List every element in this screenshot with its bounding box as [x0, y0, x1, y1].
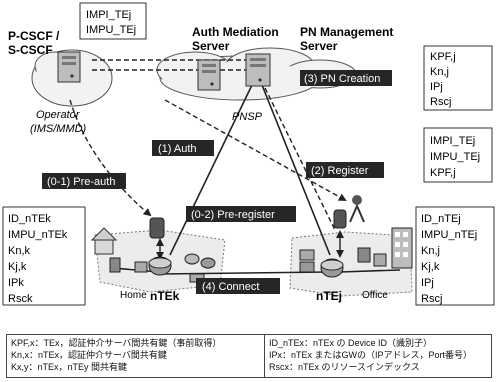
auth-server-label-line2: Server — [192, 39, 230, 53]
pnm-to-ntej-line — [261, 84, 331, 256]
step-pre-register: (0-2) Pre-register — [186, 206, 296, 222]
operator-label-line1: Operator — [36, 109, 81, 121]
office-device-icons — [299, 227, 413, 273]
step-auth-text: (1) Auth — [158, 143, 197, 155]
pnm-key-item: KPF,j — [430, 51, 456, 63]
right-info-item: IPj — [421, 277, 434, 289]
step-pn-creation: (3) PN Creation — [300, 70, 392, 86]
pnm-server-label-line2: Server — [300, 39, 338, 53]
left-info-item: Kn,k — [8, 245, 31, 257]
step-register: (2) Register — [306, 162, 384, 178]
legend-box: KPF,x：TEx，認証仲介サーバ間共有鍵（事前取得） Kn,x：nTEx，認証… — [6, 334, 492, 378]
pnsp-label: PNSP — [232, 111, 263, 123]
pnm-key-box: KPF,j Kn,j IPj Rscj — [423, 45, 493, 111]
top-id-item: IMPU_TEj — [86, 24, 136, 36]
pnm-key-item: Rscj — [430, 96, 451, 108]
left-info-item: IPk — [8, 277, 24, 289]
vertical-links — [156, 230, 344, 260]
left-info-item: Rsck — [8, 293, 33, 305]
left-info-box: ID_nTEk IMPU_nTEk Kn,k Kj,k IPk Rsck — [2, 206, 86, 306]
right-mid-box: IMPI_TEj IMPU_TEj KPF,j — [423, 127, 493, 183]
auth-server-label-line1: Auth Mediation — [192, 25, 279, 39]
home-label: Home — [120, 290, 147, 301]
top-id-item: IMPI_TEj — [86, 9, 131, 21]
preauth-flow-line — [69, 99, 152, 217]
legend-left-item: Kx,y：nTEx，nTEy 間共有鍵 — [11, 362, 128, 372]
network-diagram: P-CSCF / S-CSCF Auth Mediation Server PN… — [2, 2, 495, 306]
step-pre-auth: (0-1) Pre-auth — [42, 173, 126, 189]
legend-right-item: ID_nTEx：nTEx の Device ID（識別子） — [269, 338, 433, 348]
legend-left-item: Kn,x：nTEx，認証仲介サーバ間共有鍵 — [11, 350, 167, 360]
legend-left-column: KPF,x：TEx，認証仲介サーバ間共有鍵（事前取得） Kn,x：nTEx，認証… — [7, 335, 265, 377]
person-icon — [349, 195, 365, 223]
dashed-flows — [69, 59, 347, 231]
office-lan-line — [339, 269, 401, 273]
office-label: Office — [362, 290, 388, 301]
right-mid-item: KPF,j — [430, 167, 456, 179]
legend-right-item: Rscx：nTEx のリソースインデックス — [269, 362, 420, 372]
step-pre-register-text: (0-2) Pre-register — [191, 209, 275, 221]
top-id-box: IMPI_TEj IMPU_TEj — [79, 2, 147, 40]
ntej-label: nTEj — [316, 289, 342, 303]
legend-left-item: KPF,x：TEx，認証仲介サーバ間共有鍵（事前取得） — [11, 338, 222, 348]
ntek-router-icon — [148, 256, 172, 276]
right-mid-item: IMPU_TEj — [430, 151, 480, 163]
home-device-icons — [109, 253, 216, 283]
right-info-item: ID_nTEj — [421, 213, 461, 225]
right-info-item: Kj,k — [421, 261, 440, 273]
ntek-label: nTEk — [150, 289, 180, 303]
legend-right-item: IPx：nTEx またはGWの（IPアドレス，Port番号） — [269, 350, 473, 360]
pnm-server-label-line1: PN Management — [300, 25, 393, 39]
left-info-item: Kj,k — [8, 261, 27, 273]
pnm-to-ntek-line — [169, 84, 253, 256]
step-connect: (4) Connect — [196, 278, 280, 294]
right-info-item: Kn,j — [421, 245, 440, 257]
auth-server-icon — [197, 59, 221, 91]
pcscf-server-icon — [57, 51, 81, 83]
pcscf-label-line1: P-CSCF / — [8, 29, 60, 43]
house-icon — [90, 227, 118, 255]
ntej-router-icon — [320, 258, 344, 278]
right-mid-item: IMPI_TEj — [430, 135, 475, 147]
right-info-item: Rscj — [421, 293, 442, 305]
ntek-phone-icon — [149, 217, 165, 239]
pcscf-label-line2: S-CSCF — [8, 43, 53, 57]
left-info-item: IMPU_nTEk — [8, 229, 68, 241]
pnm-key-item: Kn,j — [430, 66, 449, 78]
auth-flow-line — [164, 99, 347, 201]
step-register-text: (2) Register — [311, 165, 369, 177]
step-auth: (1) Auth — [152, 140, 214, 156]
left-info-item: ID_nTEk — [8, 213, 51, 225]
step-connect-text: (4) Connect — [202, 281, 259, 293]
pnm-key-item: IPj — [430, 81, 443, 93]
legend-right-column: ID_nTEx：nTEx の Device ID（識別子） IPx：nTEx ま… — [265, 335, 491, 377]
right-info-item: IMPU_nTEj — [421, 229, 477, 241]
office-area — [289, 231, 413, 297]
preregister-flow-line — [264, 87, 336, 231]
ntej-phone-icon — [333, 209, 347, 229]
step-pn-creation-text: (3) PN Creation — [304, 73, 380, 85]
step-pre-auth-text: (0-1) Pre-auth — [47, 176, 115, 188]
right-info-box: ID_nTEj IMPU_nTEj Kn,j Kj,k IPj Rscj — [415, 206, 495, 306]
pnm-server-icon — [245, 53, 271, 87]
operator-label-line2: (IMS/MMD) — [30, 123, 87, 135]
